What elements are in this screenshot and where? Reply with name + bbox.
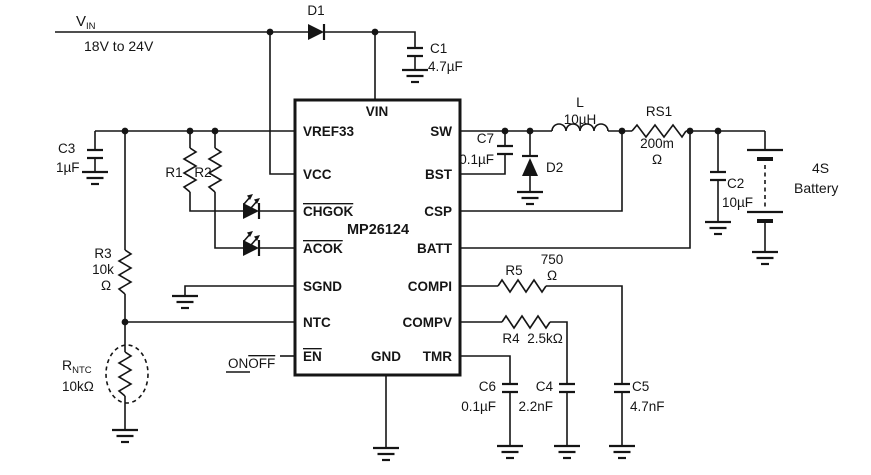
r1-label: R1 [165,165,182,180]
r2-resistor [207,147,223,193]
c1-capacitor [407,46,423,58]
c3-value: 1µF [56,160,80,175]
ic-pin-batt: BATT [417,241,453,256]
l1-value: 10µH [564,112,597,127]
c5-capacitor [614,382,630,394]
vin-range-label: 18V to 24V [84,38,154,54]
ground-symbol [750,250,780,266]
rntc-thermistor [117,351,133,397]
d2-label: D2 [546,160,563,175]
ground-symbol [607,444,637,460]
ic-pin-bst: BST [425,167,453,182]
r4-value: 2.5kΩ [527,331,563,346]
r3-unit: Ω [101,278,111,293]
l1-label: L [576,94,584,110]
ground-symbol [400,68,430,84]
c7-capacitor [497,144,513,156]
r3-label: R3 [94,246,111,261]
capacitors [87,46,726,394]
battery-label-2: Battery [794,180,838,196]
c1-value: 4.7µF [428,59,463,74]
c3-label: C3 [58,141,75,156]
l1-inductor [551,123,609,132]
ground-symbol [552,444,582,460]
ic-pin-chgok: CHGOK [303,204,354,219]
d1-label: D1 [307,3,324,18]
ic-pin-sgnd: SGND [303,279,342,294]
r5-resistor [497,278,547,294]
c3-capacitor [87,148,103,160]
ic-pin-vcc: VCC [303,167,332,182]
ground-symbol [703,220,733,236]
r5-label: R5 [505,263,522,278]
chgok-led [243,194,261,219]
ic-pin-gnd: GND [371,349,401,364]
rntc-value: 10kΩ [62,379,94,394]
rs1-label: RS1 [646,104,672,119]
battery-symbol [747,148,783,223]
ic-pin-csp: CSP [424,204,452,219]
d2-diode [522,154,538,176]
ground-symbol [110,428,140,444]
ic-pin-vref33: VREF33 [303,124,355,139]
ground-symbol [495,444,525,460]
vin-label: VIN [76,13,96,32]
r3-value: 10k [92,262,114,277]
r5-unit: Ω [547,268,557,283]
c5-label: C5 [632,379,649,394]
ic-part-number: MP26124 [347,222,409,238]
ic-pin-ntc: NTC [303,315,331,330]
junction-dots [121,28,722,326]
rs1-value: 200m [640,136,674,151]
rs1-resistor [631,123,687,139]
r3-resistor [117,249,133,295]
r5-value: 750 [541,252,564,267]
c4-capacitor [559,382,575,394]
ic-pin-compv: COMPV [402,315,452,330]
rntc-dashed-circle [105,344,149,404]
rntc-label: RNTC [62,357,92,376]
ground-symbol [170,294,200,310]
r1-resistor [182,147,198,193]
ic-pin-en: EN [303,349,322,364]
ic-pin-acok: ACOK [303,241,343,256]
c1-label: C1 [430,41,447,56]
d1-diode [308,24,326,40]
ic-pin-tmr: TMR [423,349,452,364]
c2-label: C2 [727,176,744,191]
ic-body [293,98,462,377]
on-off-label: ONOFF [228,356,275,371]
r4-resistor [501,314,551,330]
c7-value: 0.1µF [459,152,494,167]
r4-label: R4 [502,331,520,346]
ic-pin-compi: COMPI [408,279,452,294]
c4-label: C4 [536,379,554,394]
c5-value: 4.7nF [630,399,665,414]
c4-value: 2.2nF [518,399,553,414]
acok-led [243,231,261,256]
battery-label-1: 4S [812,160,829,176]
ground-symbol [515,190,545,206]
rs1-unit: Ω [652,152,662,167]
c6-capacitor [502,382,518,394]
c6-value: 0.1µF [461,399,496,414]
r2-label: R2 [194,165,211,180]
ic-pin-sw: SW [430,124,452,139]
c2-capacitor [710,170,726,182]
c7-label: C7 [477,131,494,146]
ground-symbol [80,170,110,186]
ic-pin-vin: VIN [366,104,389,119]
c2-value: 10µF [722,195,753,210]
ground-symbol [371,446,401,462]
c6-label: C6 [479,379,496,394]
resistors [105,123,687,404]
